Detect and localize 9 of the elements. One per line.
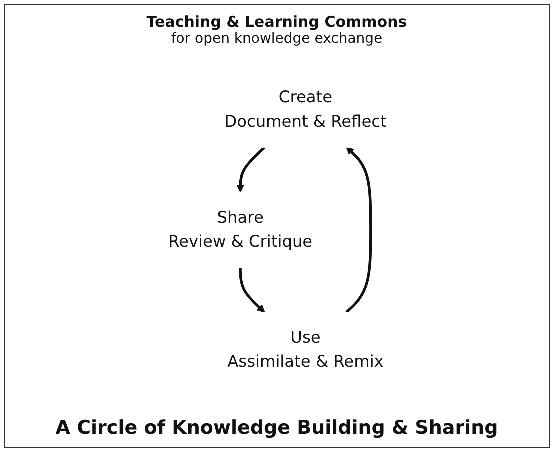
arrow [346,147,373,314]
arrow [240,268,266,313]
node-text: Create Document & Reflect [224,88,388,132]
center-heading: Teaching & Learning Commons [146,13,408,31]
arrow [236,146,266,193]
caption: A Circle of Knowledge Building & Sharing [54,417,500,439]
center-subtitle: for open knowledge exchange [170,31,384,47]
node-text: Share Review & Critique [168,208,313,252]
node-text: Use Assimilate & Remix [228,328,384,372]
